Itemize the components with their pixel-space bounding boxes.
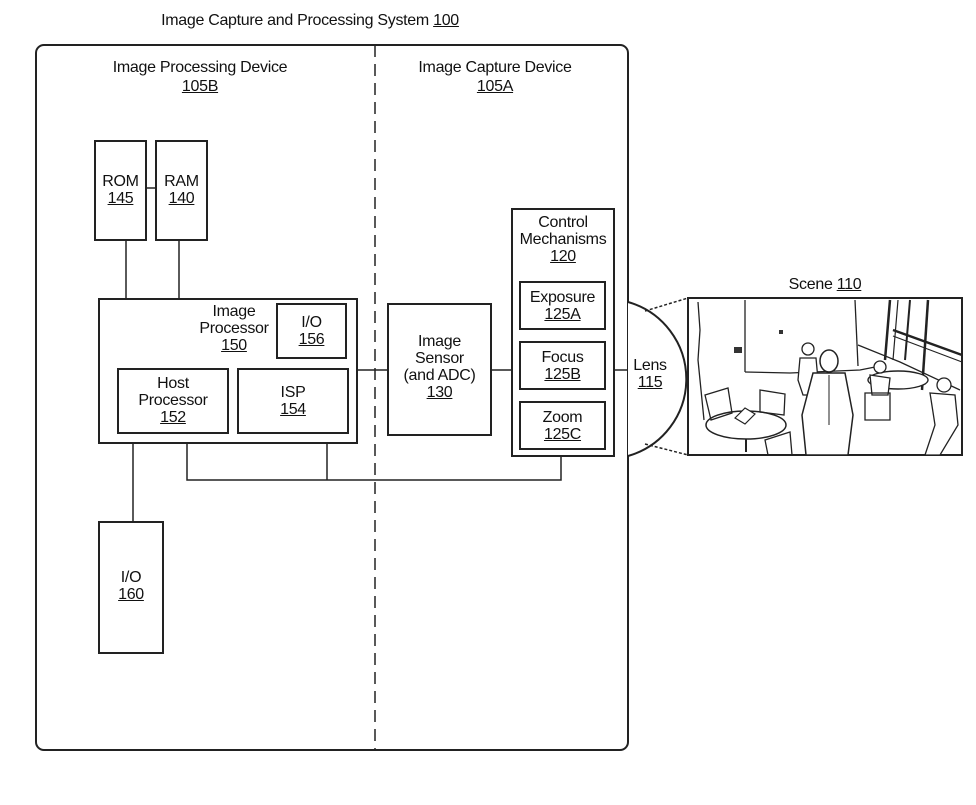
io-156-number: 156 (298, 331, 325, 348)
zoom-block: Zoom 125C (519, 401, 606, 450)
control-mechanisms-title-1: Control (538, 214, 588, 231)
focus-number: 125B (544, 366, 581, 383)
system-title: Image Capture and Processing System 100 (140, 12, 480, 29)
lens-number: 115 (637, 374, 663, 391)
image-sensor-number: 130 (426, 384, 453, 401)
control-mechanisms-number: 120 (550, 248, 576, 265)
rom-block: ROM 145 (94, 140, 147, 241)
exposure-title: Exposure (529, 289, 596, 306)
host-processor-title-2: Processor (138, 392, 208, 409)
isp-title: ISP (280, 384, 306, 401)
host-processor-number: 152 (160, 409, 186, 426)
lens-label: Lens 115 (630, 357, 670, 391)
ram-block: RAM 140 (155, 140, 208, 241)
isp-number: 154 (280, 401, 306, 418)
ram-number: 140 (168, 190, 195, 207)
projection-line-top (644, 297, 689, 312)
scene-image (687, 297, 963, 456)
scene-title: Scene (788, 276, 833, 293)
isp-block: ISP 154 (237, 368, 349, 434)
capture-device-title: Image Capture Device (418, 59, 572, 76)
exposure-number: 125A (544, 306, 581, 323)
image-sensor-block: Image Sensor (and ADC) 130 (387, 303, 492, 436)
lens-shape (627, 301, 688, 457)
ram-title: RAM (164, 173, 199, 190)
image-sensor-title-3: (and ADC) (403, 367, 476, 384)
io-156-title: I/O (301, 314, 322, 331)
image-processor-number: 150 (221, 337, 247, 354)
capture-device-number: 105A (476, 78, 514, 95)
lens-title: Lens (633, 357, 667, 374)
io-160-block: I/O 160 (98, 521, 164, 654)
scene-label: Scene 110 (760, 276, 890, 293)
system-title-text: Image Capture and Processing System (161, 12, 429, 29)
scene-number: 110 (836, 276, 862, 293)
capture-device-label: Image Capture Device 105A (395, 58, 595, 96)
wire-control-bus (186, 443, 562, 481)
focus-block: Focus 125B (519, 341, 606, 390)
exposure-block: Exposure 125A (519, 281, 606, 330)
processing-device-label: Image Processing Device 105B (90, 58, 310, 96)
io-156-block: I/O 156 (276, 303, 347, 359)
io-160-title: I/O (120, 569, 142, 586)
processing-device-number: 105B (181, 78, 219, 95)
image-processor-title-2: Processor (199, 320, 269, 337)
zoom-number: 125C (543, 426, 582, 443)
processing-device-title: Image Processing Device (112, 59, 288, 76)
rom-title: ROM (102, 173, 139, 190)
control-mechanisms-title-2: Mechanisms (519, 231, 607, 248)
image-sensor-title-1: Image (418, 333, 461, 350)
control-mechanisms-block: Control Mechanisms 120 Exposure 125A Foc… (511, 208, 615, 457)
zoom-title: Zoom (542, 409, 583, 426)
host-processor-title-1: Host (157, 375, 189, 392)
projection-line-bottom (644, 443, 689, 456)
image-processor-block: Image Processor 150 I/O 156 Host Process… (98, 298, 358, 444)
system-number: 100 (433, 12, 459, 29)
host-processor-block: Host Processor 152 (117, 368, 229, 434)
image-sensor-title-2: Sensor (415, 350, 464, 367)
focus-title: Focus (541, 349, 584, 366)
io-160-number: 160 (118, 586, 144, 603)
image-processor-title-1: Image (212, 303, 256, 320)
rom-number: 145 (107, 190, 134, 207)
